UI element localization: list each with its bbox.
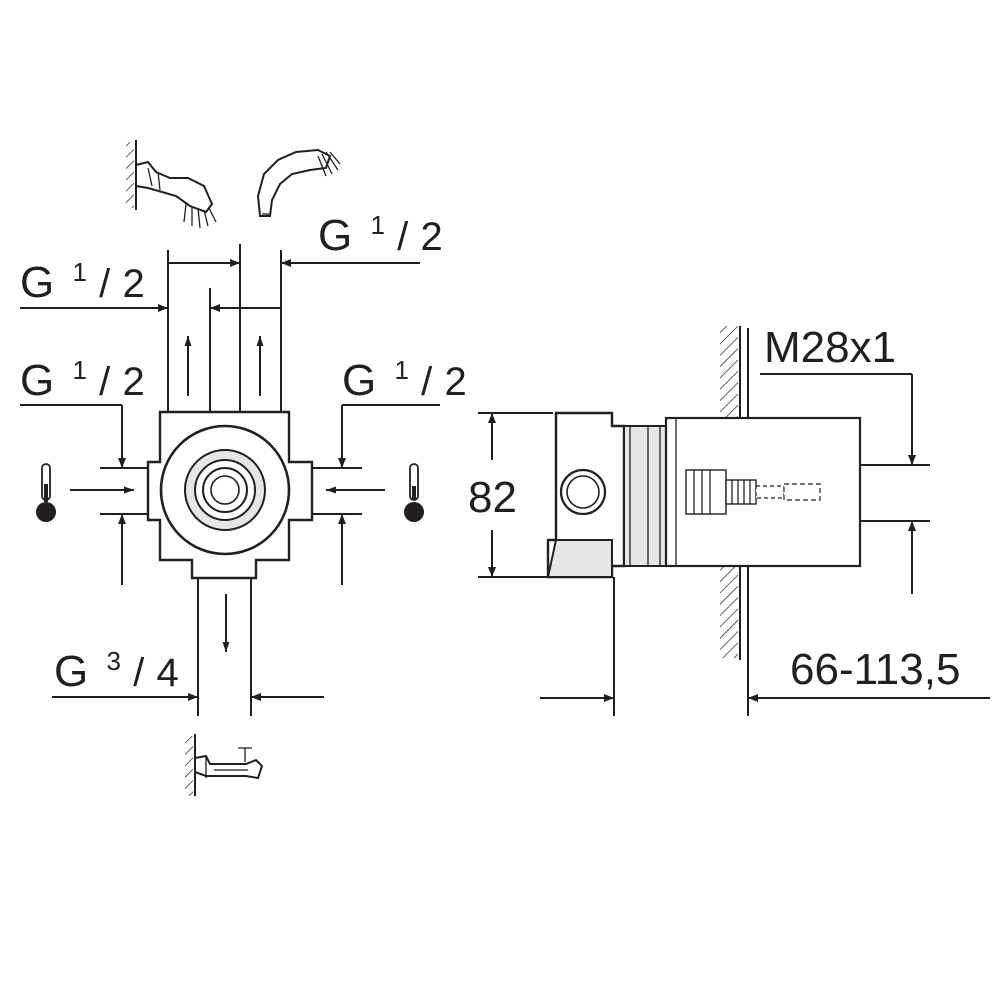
spindle-thread-dimension [760, 373, 930, 594]
side-view: M28x1 82 66-113,5 [468, 323, 990, 716]
cold-thermometer-icon [404, 463, 424, 522]
right-inlet-thread-label: G 1 / 2 [342, 340, 467, 405]
bottom-outlet-pipe [52, 578, 324, 716]
fixed-shower-head-icon [126, 140, 217, 229]
valve-body [146, 410, 314, 580]
top-left-thread-label: G 1 / 2 [20, 242, 145, 307]
inlet-thread-dimensions [20, 404, 440, 585]
height-dimension [478, 412, 553, 578]
front-view: G 1 / 2 G 1 / 2 G 1 / 2 G 1 / 2 G 3 / 4 [20, 140, 467, 796]
left-inlet-thread-label: G 1 / 2 [20, 340, 145, 405]
height-dimension-label: 82 [468, 473, 517, 522]
top-right-thread-label: G 1 / 2 [318, 195, 443, 260]
hand-shower-icon [256, 148, 341, 217]
bottom-outlet-thread-label: G 3 / 4 [54, 631, 179, 696]
depth-dimension [540, 577, 990, 716]
depth-range-label: 66-113,5 [790, 645, 960, 694]
hot-thermometer-icon [36, 463, 56, 522]
cartridge-spindle [685, 469, 821, 515]
spindle-thread-label: M28x1 [764, 323, 896, 372]
top-outlet-pipes [167, 244, 282, 412]
bath-spout-icon [185, 734, 264, 796]
top-thread-dimensions [20, 259, 420, 312]
